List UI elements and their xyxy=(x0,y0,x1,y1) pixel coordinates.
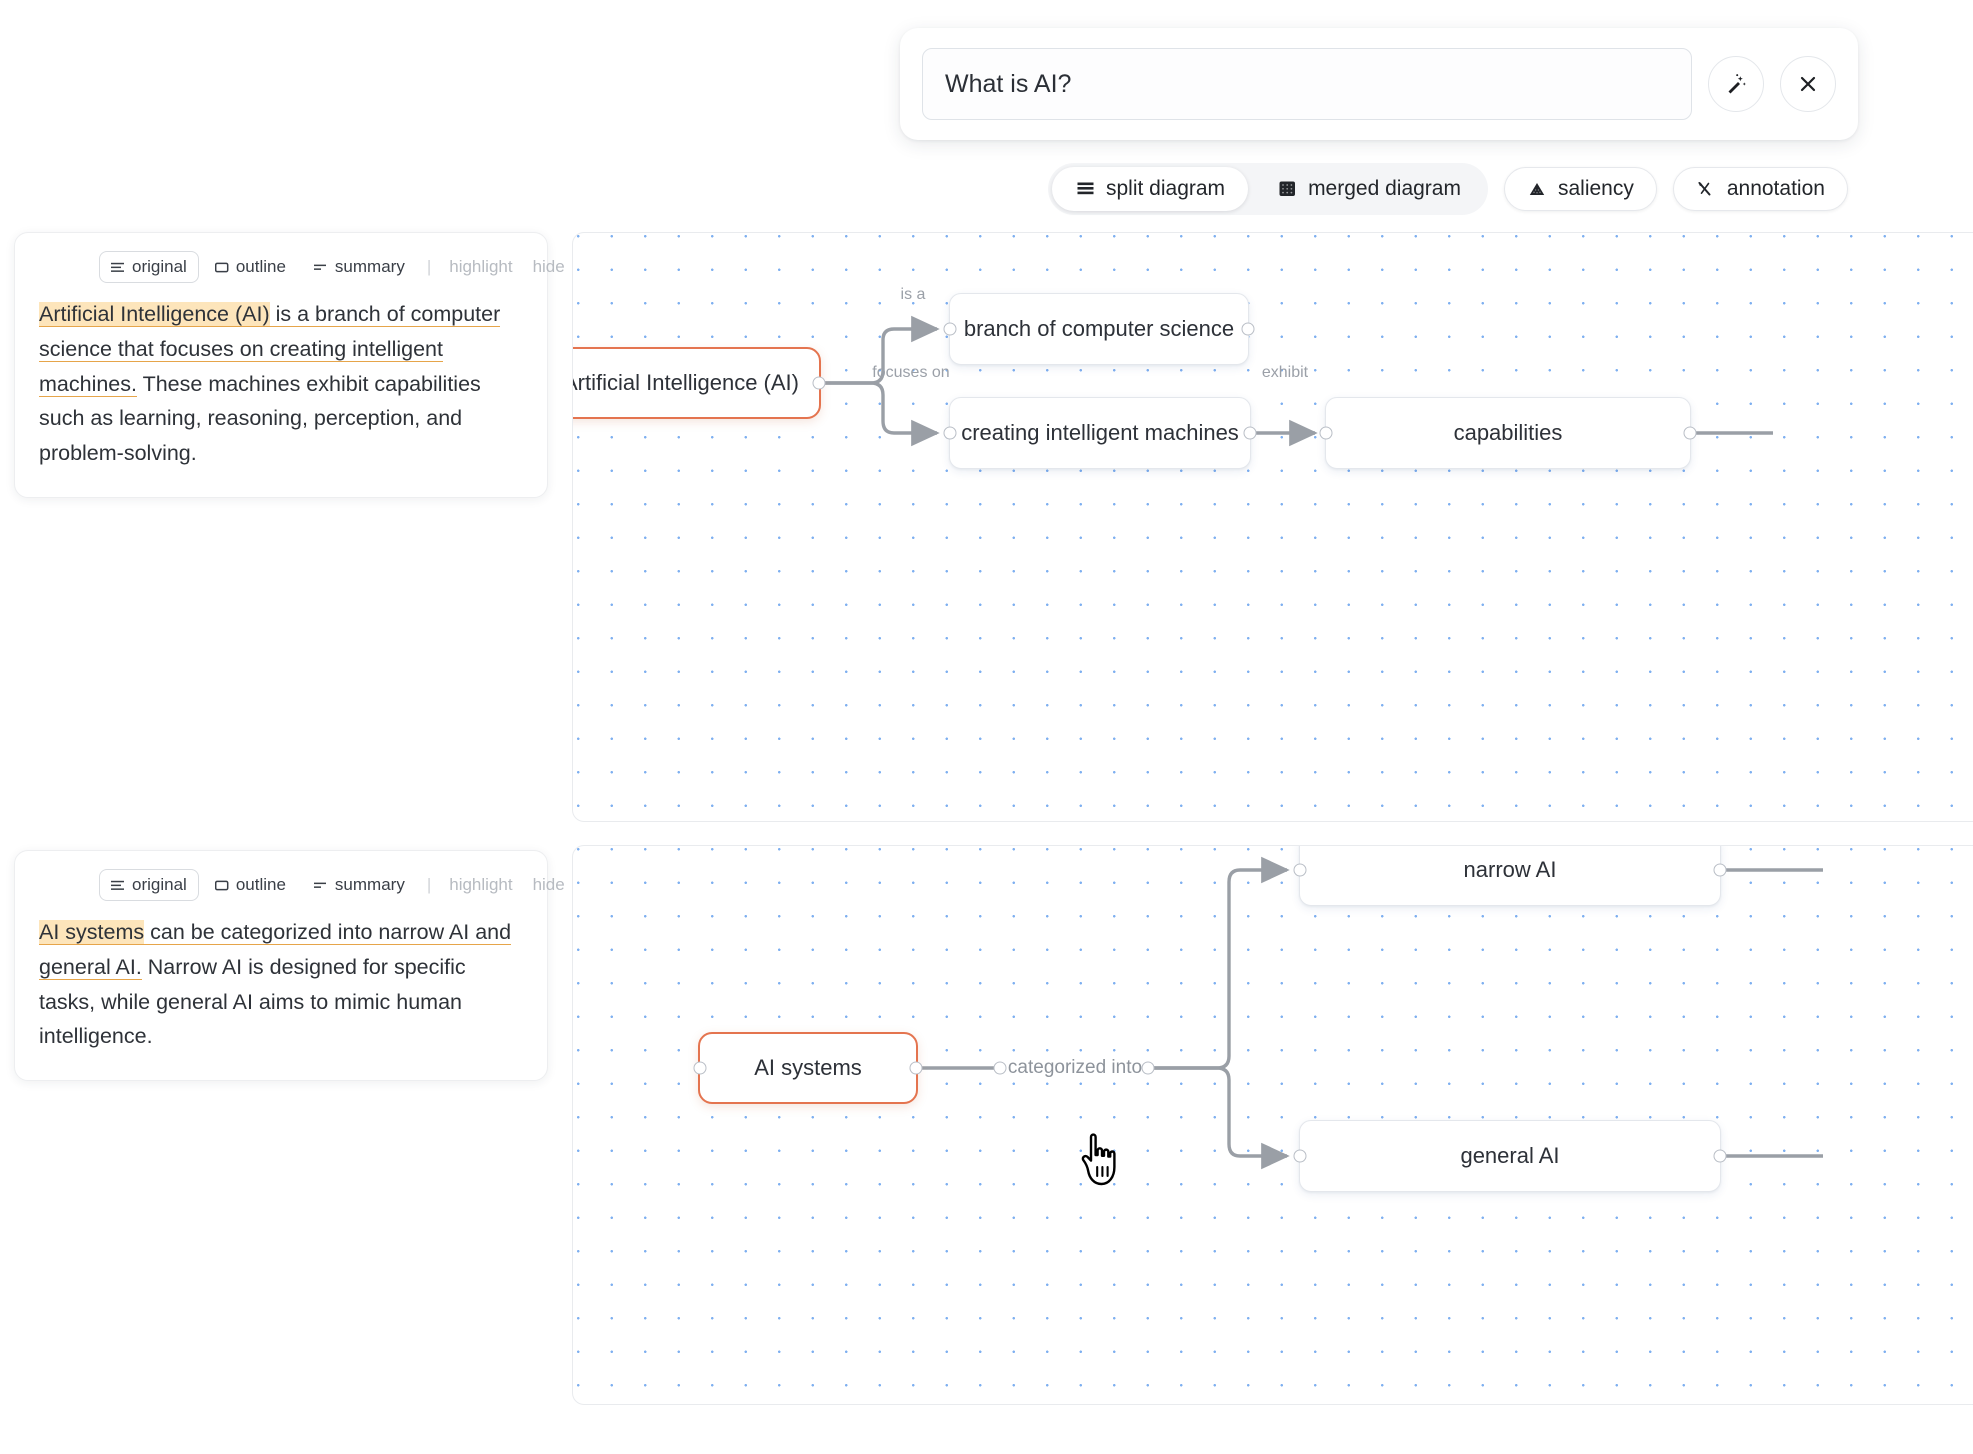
card-1-segment-underline: is a branch of computer science that foc… xyxy=(39,302,501,397)
card-2-body: AI systems can be categorized into narro… xyxy=(39,915,523,1054)
merged-diagram-label: merged diagram xyxy=(1308,177,1461,200)
diagram-2-node-narrow-ai[interactable]: narrow AI xyxy=(1293,846,1727,906)
saliency-button[interactable]: saliency xyxy=(1503,167,1657,211)
card-1-highlight-action[interactable]: highlight xyxy=(449,257,513,276)
card-1-segment-plain: These machines exhibit capabilities such… xyxy=(39,371,481,466)
node-handle-left[interactable] xyxy=(693,1061,707,1075)
node-handle-right[interactable] xyxy=(1241,322,1255,336)
card-2-highlight-action[interactable]: highlight xyxy=(449,875,513,894)
rectangle-icon xyxy=(214,262,229,273)
card-2-tab-summary[interactable]: summary xyxy=(302,869,417,901)
diagram-2-node-general-ai[interactable]: general AI xyxy=(1293,1120,1727,1192)
search-bar xyxy=(900,28,1858,140)
pen-slash-icon xyxy=(1696,179,1716,199)
diagram-1-node-label: creating intelligent machines xyxy=(961,420,1239,445)
diagram-2-edge-label-categorized-into: categorized into xyxy=(1007,1057,1143,1078)
card-1-tab-separator: | xyxy=(426,257,432,276)
mode-toolbar: split diagram merged diagram xyxy=(1048,163,1848,215)
annotation-label: annotation xyxy=(1726,177,1825,200)
node-handle-right[interactable] xyxy=(1683,426,1697,440)
diagram-1-node-creating-intelligent-machines[interactable]: creating intelligent machines xyxy=(943,397,1257,469)
card-1-tab-outline-label: outline xyxy=(235,257,286,276)
card-1-tab-original[interactable]: original xyxy=(99,251,199,283)
node-handle-right[interactable] xyxy=(1243,426,1257,440)
text-card-1: original outline summary xyxy=(14,232,565,499)
card-1-tab-outline[interactable]: outline xyxy=(203,251,298,283)
card-1-tab-summary[interactable]: summary xyxy=(302,251,417,283)
node-handle-left[interactable] xyxy=(1319,426,1333,440)
diagram-2-edges xyxy=(918,856,1823,1170)
search-input[interactable] xyxy=(922,48,1692,120)
card-2-tab-outline[interactable]: outline xyxy=(203,869,298,901)
close-icon xyxy=(1800,76,1816,92)
split-diagram-button[interactable]: split diagram xyxy=(1052,167,1249,211)
card-2-tab-summary-label: summary xyxy=(334,875,405,894)
card-1-tab-original-label: original xyxy=(132,257,187,276)
diagram-1-node-branch-of-computer-science[interactable]: branch of computer science xyxy=(943,293,1255,365)
diagram-canvas-1[interactable]: Artificial Intelligence (AI) branch of c… xyxy=(572,232,1973,822)
short-lines-icon xyxy=(313,880,328,891)
card-2-tab-separator: | xyxy=(426,875,432,894)
node-handle-right[interactable] xyxy=(1713,1149,1727,1163)
node-handle-right[interactable] xyxy=(909,1061,923,1075)
diagram-1-edge-label-exhibit: exhibit xyxy=(1261,364,1309,381)
stacked-lines-icon xyxy=(1075,179,1095,199)
edge-label-handle-left[interactable] xyxy=(993,1061,1007,1075)
card-2-hide-action[interactable]: hide xyxy=(532,875,565,894)
card-2-segment-underline: can be categorized into narrow AI and ge… xyxy=(39,920,512,980)
diagram-2-node-ai-systems[interactable]: AI systems xyxy=(693,1032,923,1104)
lines-icon xyxy=(111,262,125,273)
saliency-label: saliency xyxy=(1557,177,1634,200)
diagram-1-edges xyxy=(820,315,1773,447)
card-1-hide-action[interactable]: hide xyxy=(532,257,565,276)
diagram-1-node-label: branch of computer science xyxy=(963,316,1235,341)
split-diagram-label: split diagram xyxy=(1106,177,1226,200)
node-handle-left[interactable] xyxy=(1293,1149,1307,1163)
magic-wand-button[interactable] xyxy=(1708,56,1764,112)
diagram-2-node-label: AI systems xyxy=(754,1055,862,1080)
lines-icon xyxy=(111,880,125,891)
rectangle-icon xyxy=(214,880,229,891)
card-1-segment-highlight: Artificial Intelligence (AI) xyxy=(39,302,270,327)
diagram-1-node-artificial-intelligence[interactable]: Artificial Intelligence (AI) xyxy=(572,347,826,419)
diagram-canvas-2[interactable]: AI systems narrow AI general AI categori… xyxy=(572,845,1973,1405)
diagram-1-edge-label-is-a: is a xyxy=(900,286,926,303)
node-handle-right[interactable] xyxy=(812,376,826,390)
card-2-tab-original[interactable]: original xyxy=(99,869,199,901)
card-2-tab-outline-label: outline xyxy=(235,875,286,894)
card-1-body: Artificial Intelligence (AI) is a branch… xyxy=(39,297,523,471)
diagram-1-node-capabilities[interactable]: capabilities xyxy=(1319,397,1697,469)
edge-label-handle-right[interactable] xyxy=(1141,1061,1155,1075)
diagram-1-node-label: capabilities xyxy=(1453,420,1563,445)
node-handle-left[interactable] xyxy=(943,426,957,440)
node-handle-right[interactable] xyxy=(1713,863,1727,877)
filled-square-icon xyxy=(1277,179,1297,199)
magic-wand-icon xyxy=(1728,74,1746,94)
diagram-1-edge-label-focuses-on: focuses on xyxy=(872,364,950,381)
text-card-2: original outline summary xyxy=(14,850,565,1082)
card-2-segment-highlight: AI systems xyxy=(39,920,145,945)
close-button[interactable] xyxy=(1780,56,1836,112)
diagram-1-node-label: Artificial Intelligence (AI) xyxy=(572,370,799,395)
node-handle-left[interactable] xyxy=(1293,863,1307,877)
card-2-tab-original-label: original xyxy=(132,875,187,894)
card-2-segment-plain: Narrow AI is designed for specific tasks… xyxy=(39,954,466,1049)
annotation-button[interactable]: annotation xyxy=(1672,167,1848,211)
mountain-icon xyxy=(1527,179,1547,199)
card-2-tab-row: original outline summary xyxy=(39,869,565,901)
merged-diagram-button[interactable]: merged diagram xyxy=(1254,167,1484,211)
card-1-tab-summary-label: summary xyxy=(334,257,405,276)
short-lines-icon xyxy=(313,262,328,273)
card-1-tab-row: original outline summary xyxy=(39,251,565,283)
diagram-mode-group: split diagram merged diagram xyxy=(1048,163,1488,215)
node-handle-left[interactable] xyxy=(943,322,957,336)
diagram-2-node-label: general AI xyxy=(1460,1143,1560,1168)
diagram-2-node-label: narrow AI xyxy=(1463,857,1557,882)
